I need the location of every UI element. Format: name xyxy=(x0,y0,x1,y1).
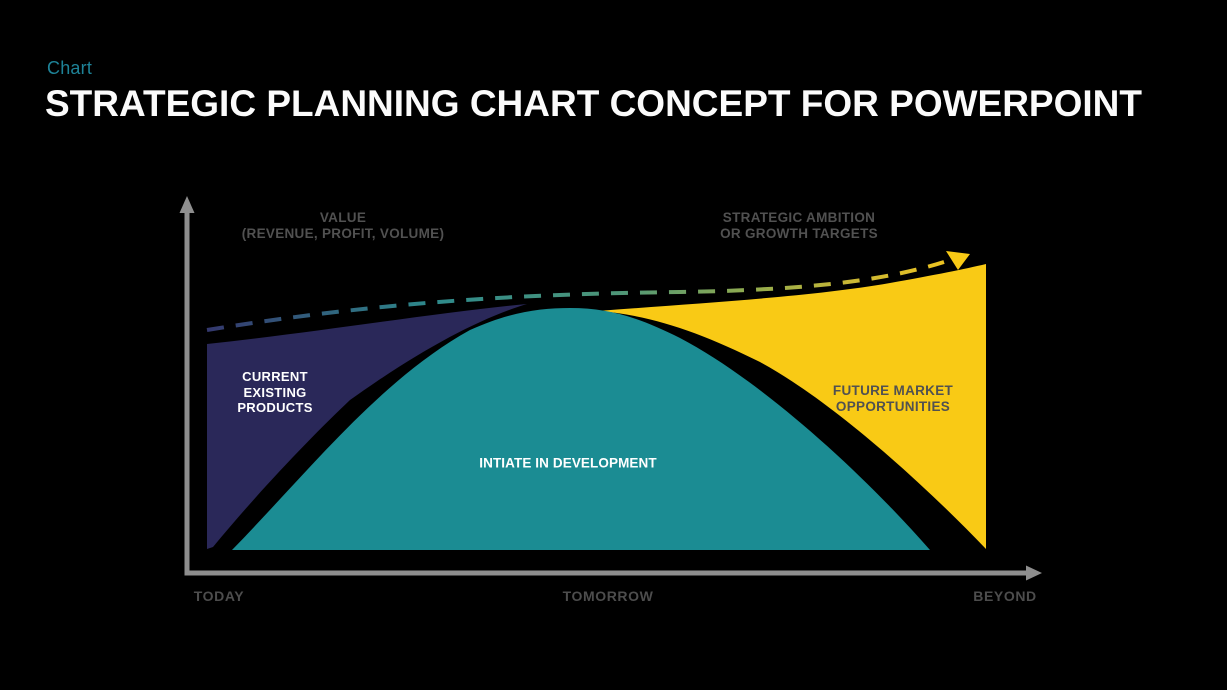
region-future-market-opportunities xyxy=(598,264,986,549)
region-intiate-in-development xyxy=(232,308,930,550)
y-axis-label: VALUE (REVENUE, PROFIT, VOLUME) xyxy=(242,210,445,242)
label-intiate-in-development: INTIATE IN DEVELOPMENT xyxy=(479,455,657,471)
ambition-label-line1: STRATEGIC AMBITION xyxy=(722,210,876,225)
current-label-line2: EXISTING xyxy=(243,384,307,400)
label-current-existing-products: CURRENT EXISTING PRODUCTS xyxy=(237,369,312,416)
ambition-label: STRATEGIC AMBITION OR GROWTH TARGETS xyxy=(720,210,878,242)
x-tick-today: TODAY xyxy=(193,588,245,604)
region-current-existing-products xyxy=(207,304,527,549)
y-axis-label-line2: (REVENUE, PROFIT, VOLUME) xyxy=(241,226,445,241)
page-title: STRATEGIC PLANNING CHART CONCEPT FOR POW… xyxy=(45,83,1142,124)
future-label-line2: OPPORTUNITIES xyxy=(835,399,951,414)
current-label-line3: PRODUCTS xyxy=(237,399,313,415)
x-axis-arrow-icon xyxy=(1026,565,1042,581)
eyebrow-label: Chart xyxy=(47,58,93,78)
ambition-label-line2: OR GROWTH TARGETS xyxy=(720,226,878,241)
y-axis-arrow-icon xyxy=(179,196,195,213)
x-tick-beyond: BEYOND xyxy=(973,588,1037,604)
future-label-line1: FUTURE MARKET xyxy=(832,383,954,398)
current-label-line1: CURRENT xyxy=(242,368,308,384)
label-future-market-opportunities: FUTURE MARKET OPPORTUNITIES xyxy=(833,383,953,415)
trend-dashed-line xyxy=(206,260,945,332)
trend-arrow-icon xyxy=(946,251,970,270)
x-tick-tomorrow: TOMORROW xyxy=(562,588,654,604)
y-axis-label-line1: VALUE xyxy=(319,210,367,225)
